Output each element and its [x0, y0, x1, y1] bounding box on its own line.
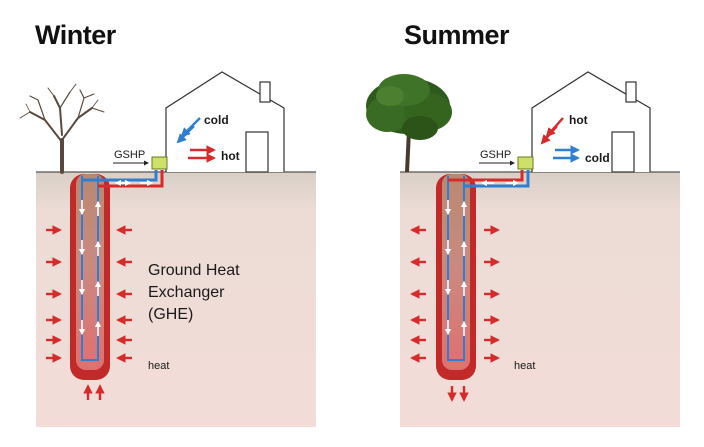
summer-leafy-tree	[366, 74, 452, 173]
winter-bare-tree	[19, 83, 105, 174]
summer-panel: hot cold GSHP	[366, 71, 680, 427]
winter-title: Winter	[35, 20, 116, 50]
summer-borehole-core	[442, 174, 470, 370]
summer-gshp-unit	[517, 156, 534, 170]
summer-house-top-label: hot	[569, 113, 588, 127]
winter-house	[165, 71, 285, 173]
summer-heat-arrows	[410, 225, 500, 363]
summer-pipe-supply	[448, 170, 524, 182]
winter-cold-arrow-1	[180, 117, 201, 138]
winter-gshp-label: GSHP	[114, 149, 145, 161]
summer-gshp-label: GSHP	[480, 149, 511, 161]
ghe-label-line-3: (GHE)	[148, 306, 193, 323]
winter-flow-arrows	[78, 179, 154, 336]
winter-pipe-loop	[81, 176, 99, 361]
winter-gshp-unit	[151, 156, 168, 170]
summer-heat-label: heat	[514, 360, 535, 372]
summer-house	[531, 71, 651, 173]
summer-title: Summer	[404, 20, 510, 50]
winter-pipe-supply	[82, 170, 158, 182]
winter-house-top-label: cold	[204, 113, 229, 127]
ghe-label-line-2: Exchanger	[148, 284, 225, 301]
summer-pipe-loop	[447, 176, 465, 361]
winter-panel: cold hot GSHP	[19, 71, 316, 427]
winter-borehole-core	[76, 174, 104, 370]
winter-heat-label: heat	[148, 360, 169, 372]
winter-house-bottom-label: hot	[221, 149, 240, 163]
winter-heat-arrows	[46, 225, 132, 363]
winter-cold-arrow-2	[176, 125, 195, 144]
summer-hot-arrow-2	[540, 125, 558, 145]
summer-flow-arrows	[444, 179, 520, 336]
summer-house-bottom-label: cold	[585, 151, 610, 165]
ghe-label-line-1: Ground Heat	[148, 262, 240, 279]
